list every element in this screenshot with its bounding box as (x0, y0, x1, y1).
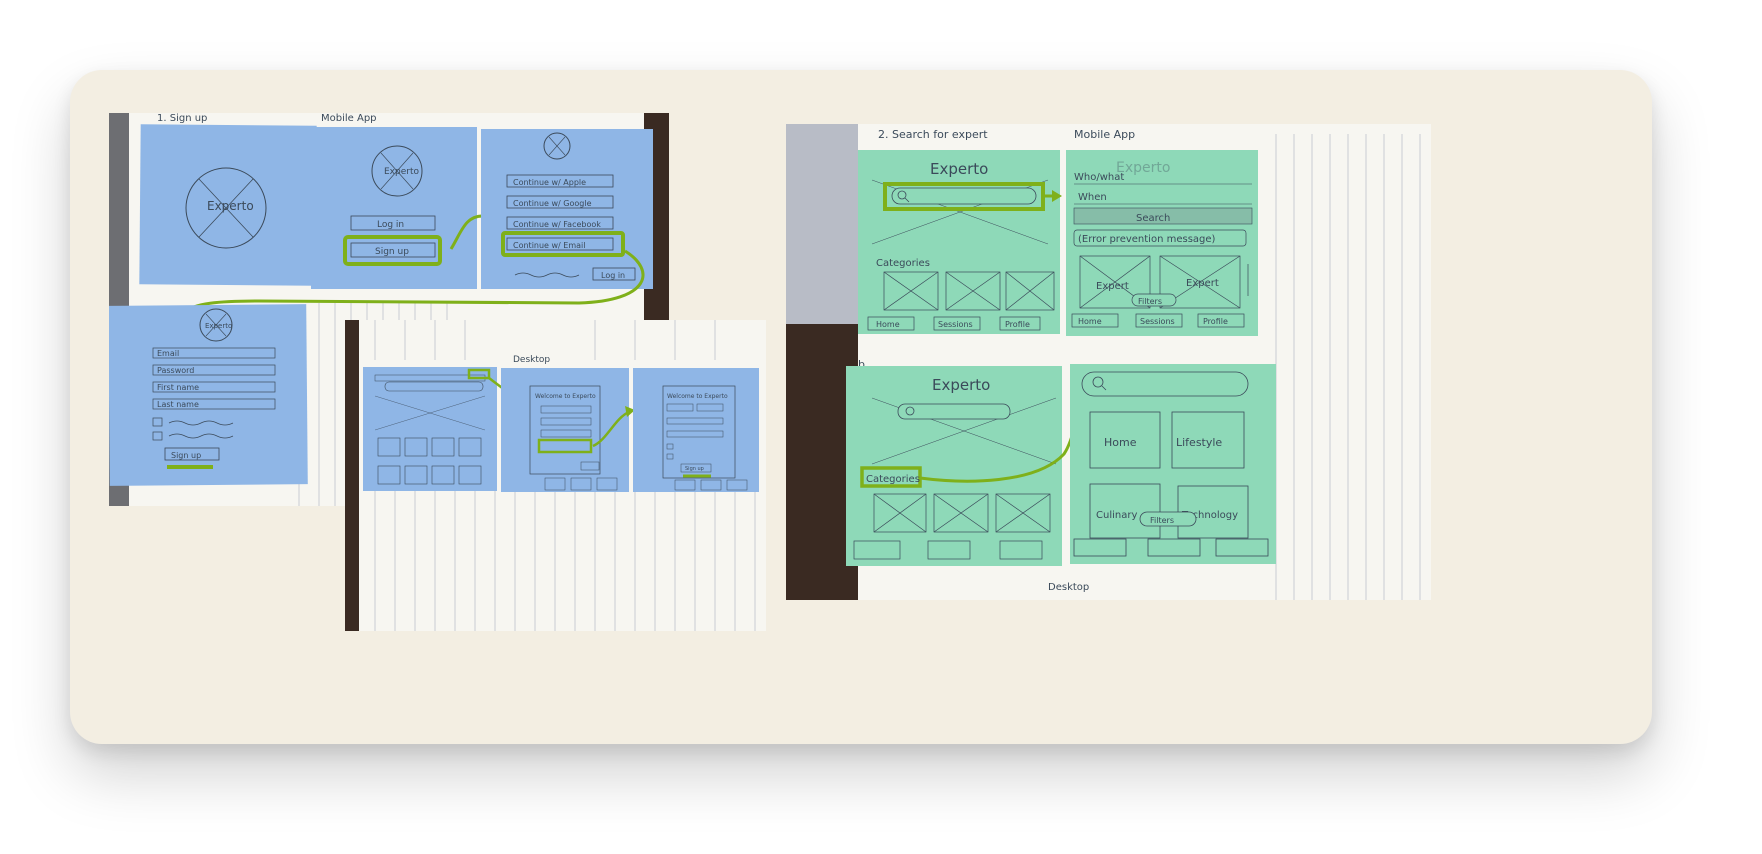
a2-error-message: (Error prevention message) (1078, 234, 1216, 245)
b2-tile-technology: Technology (1181, 510, 1238, 521)
a2-when-label: When (1078, 192, 1107, 203)
form-submit-label: Sign up (171, 451, 201, 460)
continue-option-3: Continue w/ Facebook (513, 220, 601, 229)
continue-option-2: Continue w/ Google (513, 199, 592, 208)
a1-home-note (858, 150, 1060, 334)
welcome-logo-text: Experto (384, 167, 419, 177)
login-label: Log in (377, 220, 404, 230)
a2-filters-label: Filters (1138, 297, 1162, 306)
b2-tile-lifestyle: Lifestyle (1176, 436, 1222, 449)
b1-logo-text: Experto (932, 376, 990, 394)
a2-logo-text: Experto (1116, 160, 1170, 176)
form-field-password: Password (157, 366, 194, 375)
desktop-modal2-submit: Sign up (685, 466, 704, 472)
search-header-left: 2. Search for expert (878, 128, 988, 141)
continue-option-1: Continue w/ Apple (513, 178, 586, 187)
b2-tile-culinary: Culinary (1096, 510, 1137, 521)
desktop-modal2-title: Welcome to Experto (667, 393, 728, 400)
a1-tab-sessions: Sessions (938, 320, 973, 329)
a1-tab-home: Home (876, 320, 900, 329)
desktop-home-note (363, 367, 497, 491)
a2-result-1: Expert (1096, 281, 1129, 292)
search-footer-label: Desktop (1048, 582, 1089, 593)
a2-tab-profile: Profile (1203, 317, 1228, 326)
b2-filters-label: Filters (1150, 516, 1174, 525)
form-field-last-name: Last name (157, 400, 199, 409)
row-label-b: b. (858, 358, 868, 371)
b1-categories-label: Categories (866, 474, 920, 485)
a1-tab-profile: Profile (1005, 320, 1030, 329)
desktop-header: Desktop (513, 355, 550, 365)
search-expert-photo: 2. Search for expert Mobile App a. b. Ex… (786, 124, 1431, 600)
signup-desktop-photo: Desktop Welcome to Experto Welcome to Ex… (345, 320, 766, 631)
signup-label: Sign up (375, 247, 409, 257)
b1-home-note (846, 366, 1062, 566)
form-field-email: Email (157, 349, 179, 358)
splash-note (139, 124, 317, 286)
desktop-form-note (633, 368, 759, 492)
b2-tile-home: Home (1104, 436, 1137, 449)
signup-form-note (109, 304, 308, 486)
signup-mobile-photo: 1. Sign up Mobile App Experto Experto Lo… (109, 113, 669, 506)
continue-note (481, 129, 653, 289)
a2-tab-sessions: Sessions (1140, 317, 1175, 326)
signup-header-left: 1. Sign up (157, 113, 207, 124)
a2-tab-home: Home (1078, 317, 1102, 326)
desktop-modal1-title: Welcome to Experto (535, 393, 596, 400)
a1-logo-text: Experto (930, 160, 988, 178)
a1-categories-label: Categories (876, 258, 930, 269)
login-small-label: Log in (601, 271, 625, 280)
form-logo-text: Experto (205, 322, 232, 330)
a2-search-label: Search (1136, 213, 1170, 224)
continue-option-4: Continue w/ Email (513, 241, 586, 250)
signup-header-mid: Mobile App (321, 113, 377, 124)
a2-result-2: Expert (1186, 278, 1219, 289)
a2-who-label: Who/what (1074, 172, 1124, 183)
search-header-mid: Mobile App (1074, 128, 1135, 141)
splash-logo-text: Experto (207, 199, 254, 213)
b2-categories-note (1070, 364, 1276, 564)
form-field-first-name: First name (157, 383, 199, 392)
